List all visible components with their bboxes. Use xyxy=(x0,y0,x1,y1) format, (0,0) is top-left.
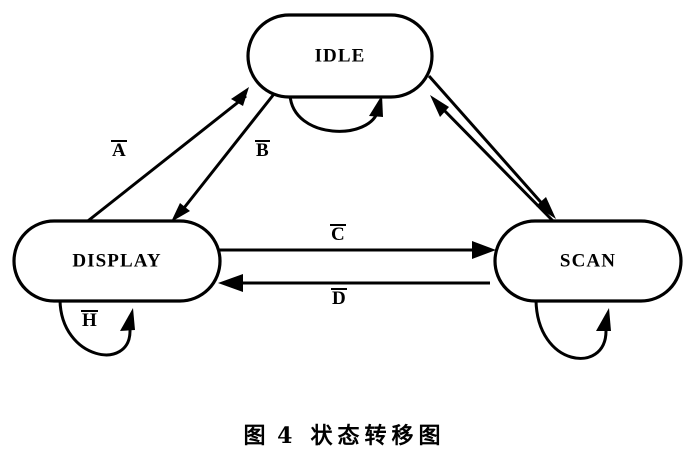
edge-label-c: C xyxy=(330,224,346,245)
edge-scan-to-display-arrowhead xyxy=(218,274,243,292)
edge-display-self-loop-path xyxy=(58,299,132,357)
edge-idle-self-loop-arrowhead xyxy=(369,95,383,117)
figure-caption-title: 状态转移图 xyxy=(310,423,446,449)
edge-label-h-text: H xyxy=(81,310,98,331)
edge-label-h: H xyxy=(81,310,98,331)
edge-idle-to-display-arrowhead xyxy=(171,203,190,222)
edge-label-c-text: C xyxy=(330,224,346,245)
node-idle-label: IDLE xyxy=(315,45,366,66)
edge-scan-to-display xyxy=(218,274,490,292)
edge-scan-self-loop xyxy=(534,299,611,360)
edge-idle-to-scan-arrowhead xyxy=(536,197,556,219)
edge-label-b-text: B xyxy=(255,140,270,161)
node-scan-shape[interactable] xyxy=(493,219,683,303)
edge-idle-self-loop xyxy=(288,94,383,133)
node-display[interactable]: DISPLAY xyxy=(12,219,222,303)
edge-scan-to-idle-line xyxy=(436,102,556,224)
edge-scan-self-loop-path xyxy=(534,299,608,360)
edge-idle-to-scan xyxy=(427,75,556,219)
node-display-label: DISPLAY xyxy=(72,250,161,271)
edge-idle-to-display xyxy=(171,93,276,222)
node-display-shape[interactable] xyxy=(12,219,222,303)
edge-label-b: B xyxy=(255,140,270,161)
edge-display-to-scan-arrowhead xyxy=(472,241,496,259)
edge-display-to-scan xyxy=(214,241,496,259)
figure-caption: 图 4 状态转移图 xyxy=(0,418,689,450)
edge-scan-to-idle-arrowhead xyxy=(430,95,449,117)
edge-label-d: D xyxy=(331,288,347,309)
edge-display-self-loop-arrowhead xyxy=(120,308,135,331)
edge-label-a: A xyxy=(111,140,127,161)
edge-idle-self-loop-path xyxy=(288,94,380,133)
figure-caption-number: 图 4 xyxy=(243,423,295,449)
node-idle-shape[interactable] xyxy=(246,13,434,99)
edge-display-to-idle-arrowhead xyxy=(231,87,249,106)
node-scan-label: SCAN xyxy=(560,250,616,271)
edge-scan-to-idle xyxy=(430,95,556,224)
edge-display-to-idle-line xyxy=(83,94,247,226)
node-scan[interactable]: SCAN xyxy=(493,219,683,303)
edge-label-a-text: A xyxy=(111,140,127,161)
node-idle[interactable]: IDLE xyxy=(246,13,434,99)
edge-idle-to-display-line xyxy=(178,93,276,214)
edge-display-to-idle xyxy=(83,87,249,226)
edge-idle-to-scan-line xyxy=(427,75,548,209)
edge-label-d-text: D xyxy=(331,288,347,309)
edge-display-self-loop xyxy=(58,299,135,357)
edge-scan-self-loop-arrowhead xyxy=(596,308,611,331)
